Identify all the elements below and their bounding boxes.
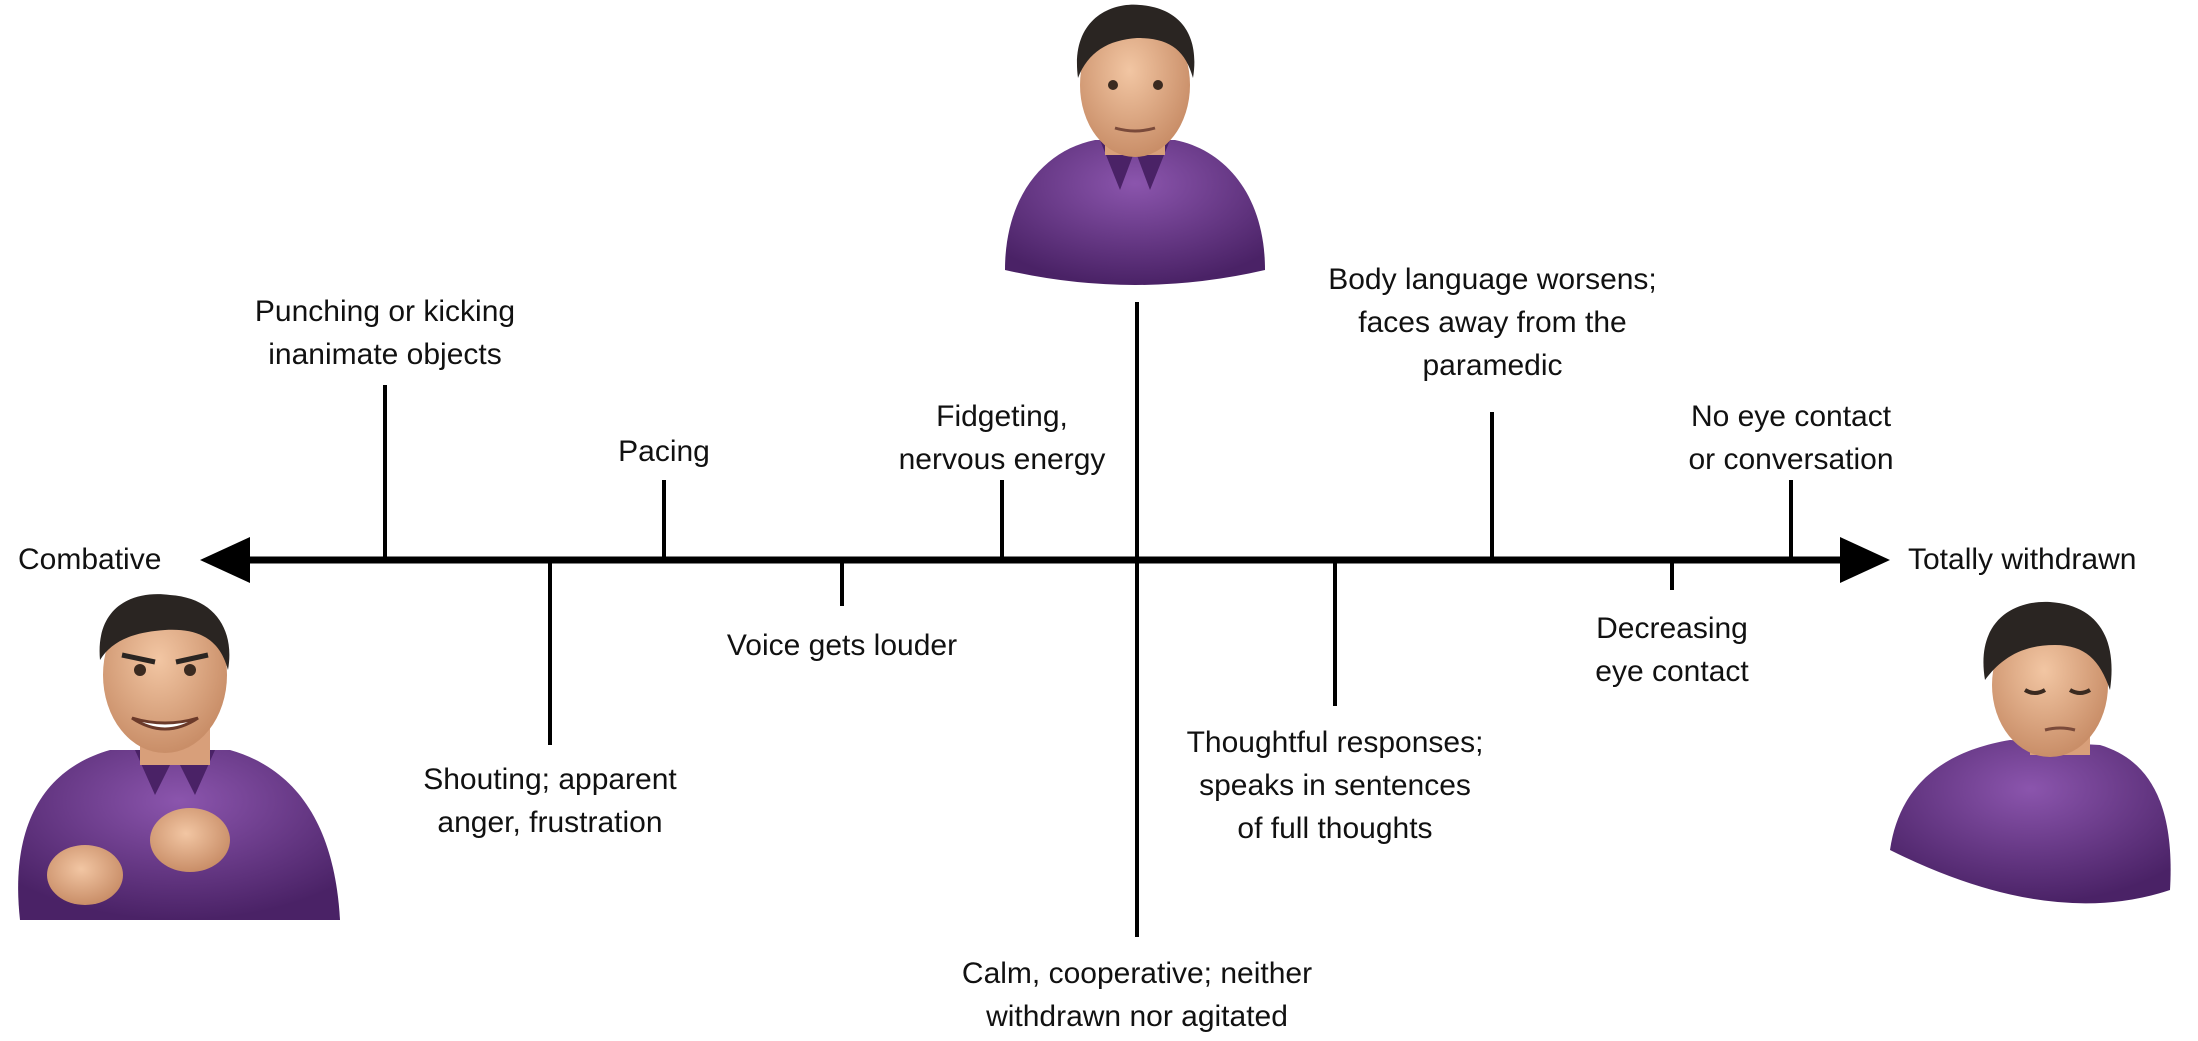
label-shouting: Shouting; apparent anger, frustration: [423, 763, 677, 839]
combative-man-illustration: [18, 594, 340, 920]
label-no-eye-contact: No eye contact or conversation: [1688, 400, 1894, 476]
label-decreasing-eye: Decreasing eye contact: [1595, 612, 1749, 688]
label-fidgeting: Fidgeting, nervous energy: [898, 400, 1106, 476]
label-combative: Combative: [18, 543, 162, 576]
label-body-language: Body language worsens; faces away from t…: [1328, 263, 1657, 382]
calm-man-illustration: [1005, 4, 1265, 285]
left-arrowhead: [200, 537, 250, 583]
label-punching: Punching or kicking inanimate objects: [254, 295, 516, 371]
label-totally-withdrawn: Totally withdrawn: [1908, 543, 2137, 576]
right-arrowhead: [1840, 537, 1890, 583]
label-calm-cooperative: Calm, cooperative; neither withdrawn nor…: [961, 957, 1313, 1033]
label-thoughtful: Thoughtful responses; speaks in sentence…: [1186, 726, 1484, 845]
label-voice: Voice gets louder: [726, 629, 958, 662]
withdrawn-man-illustration: [1890, 601, 2171, 904]
label-pacing: Pacing: [618, 435, 710, 468]
